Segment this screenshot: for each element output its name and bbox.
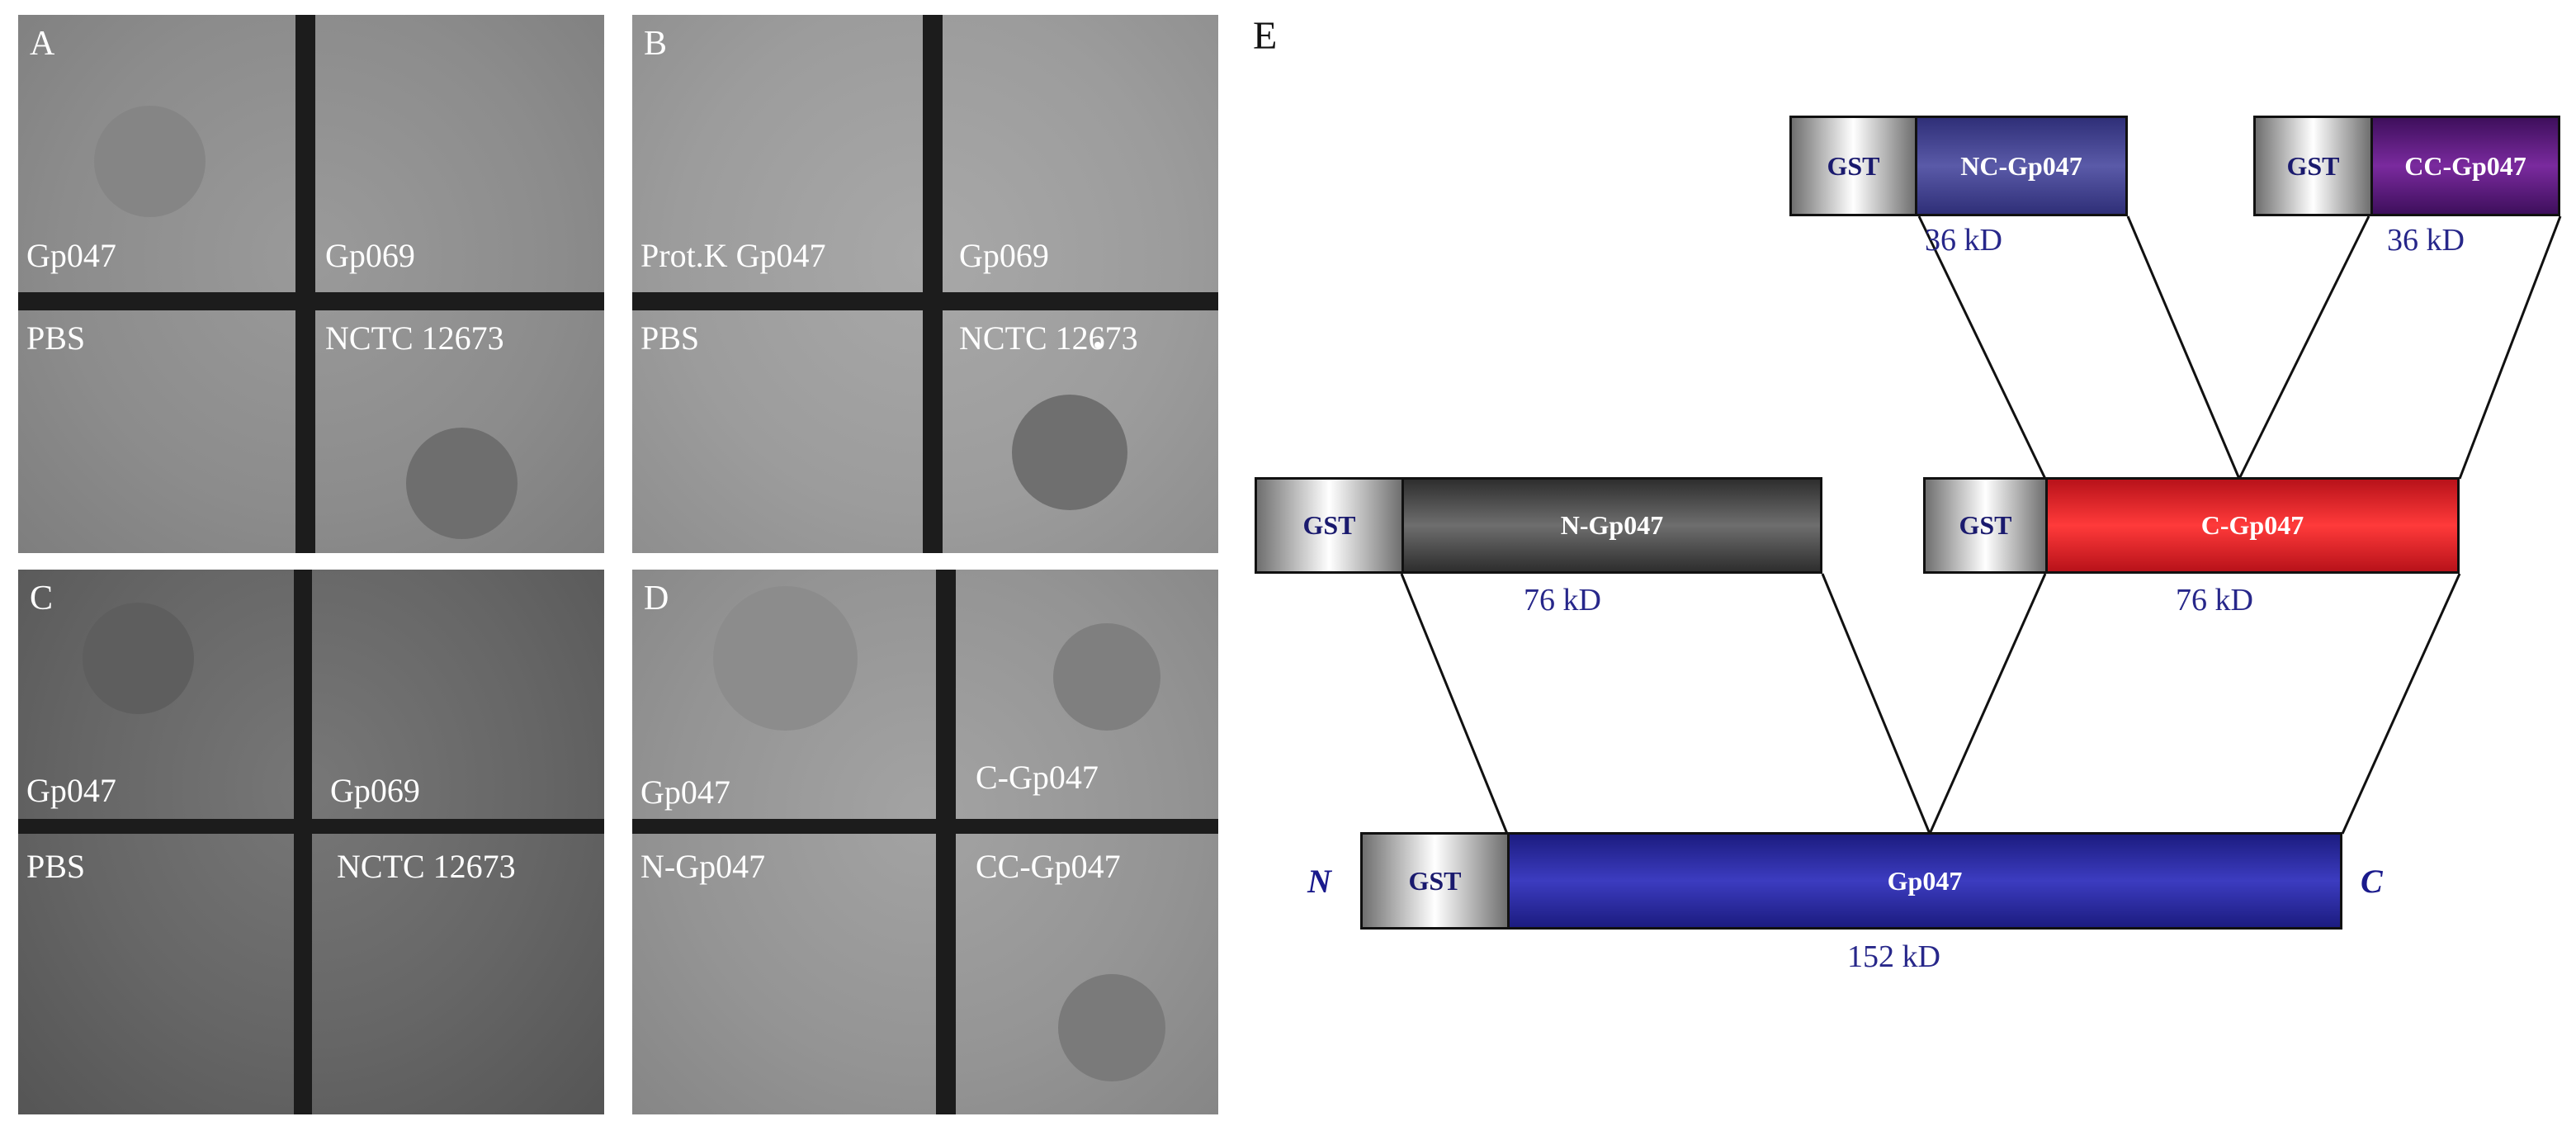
panel-b-plate: B Prot.K Gp047 Gp069 PBS NCTC 12673 [632,15,1218,553]
nc-gp047-construct: GST NC-Gp047 [1789,116,2128,216]
n-gp047-construct: GST N-Gp047 [1255,477,1822,574]
gst-tag: GST [1792,118,1917,214]
gst-tag: GST [1926,480,2048,571]
nc-gp047-size: 36 kD [1925,223,2002,258]
lysis-spot [713,586,858,731]
sample-label: PBS [640,319,700,357]
gst-tag: GST [1363,835,1510,927]
sample-label: PBS [26,319,86,357]
sample-label: C-Gp047 [976,759,1099,796]
c-gp047-size: 76 kD [2176,583,2253,617]
lysis-spot [406,428,518,539]
sample-label: Gp047 [26,772,116,809]
lysis-spot [94,106,206,217]
c-terminus-label: C [2361,863,2383,900]
c-gp047-segment: C-Gp047 [2048,480,2457,571]
gst-tag: GST [1257,480,1404,571]
sample-label: Gp047 [26,237,116,274]
gp047-size: 152 kD [1847,939,1940,974]
sample-label: NCTC 12673 [325,319,504,357]
lysis-spot [1053,623,1160,731]
divider-horizontal [632,292,1218,310]
sample-label: CC-Gp047 [976,848,1121,885]
divider-vertical [936,570,956,1114]
panel-c-plate: C Gp047 Gp069 PBS NCTC 12673 [18,570,604,1114]
c-gp047-construct: GST C-Gp047 [1923,477,2460,574]
sample-label: Prot.K Gp047 [640,237,826,274]
cc-gp047-construct: GST CC-Gp047 [2253,116,2560,216]
divider-vertical [923,15,943,553]
n-gp047-size: 76 kD [1524,583,1601,617]
sample-label: Gp069 [959,237,1049,274]
panel-letter: B [644,25,668,63]
divider-horizontal [632,819,1218,834]
sample-label: NCTC 12673 [959,319,1138,357]
sample-label: PBS [26,848,86,885]
panel-letter: E [1253,14,1278,58]
cc-gp047-segment: CC-Gp047 [2373,118,2558,214]
gst-tag: GST [2256,118,2373,214]
panel-letter: C [30,580,54,617]
panel-a-plate: A Gp047 Gp069 PBS NCTC 12673 [18,15,604,553]
panel-d-plate: D Gp047 C-Gp047 N-Gp047 CC-Gp047 [632,570,1218,1114]
n-terminus-label: N [1307,863,1331,900]
sample-label: Gp047 [640,774,730,811]
lysis-spot [1012,395,1127,510]
gp047-construct: GST Gp047 [1360,832,2342,930]
sample-label: Gp069 [330,772,420,809]
lysis-spot [83,603,194,714]
sample-label: Gp069 [325,237,415,274]
lysis-spot [1058,974,1165,1081]
n-gp047-segment: N-Gp047 [1404,480,1820,571]
gp047-segment: Gp047 [1510,835,2340,927]
sample-label: NCTC 12673 [337,848,516,885]
divider-vertical [295,15,315,553]
speck [1094,342,1101,348]
nc-gp047-segment: NC-Gp047 [1917,118,2125,214]
sample-label: N-Gp047 [640,848,766,885]
divider-horizontal [18,819,604,834]
cc-gp047-size: 36 kD [2387,223,2465,258]
divider-vertical [294,570,312,1114]
panel-letter: D [644,580,669,617]
divider-horizontal [18,292,604,310]
panel-letter: A [30,25,55,63]
